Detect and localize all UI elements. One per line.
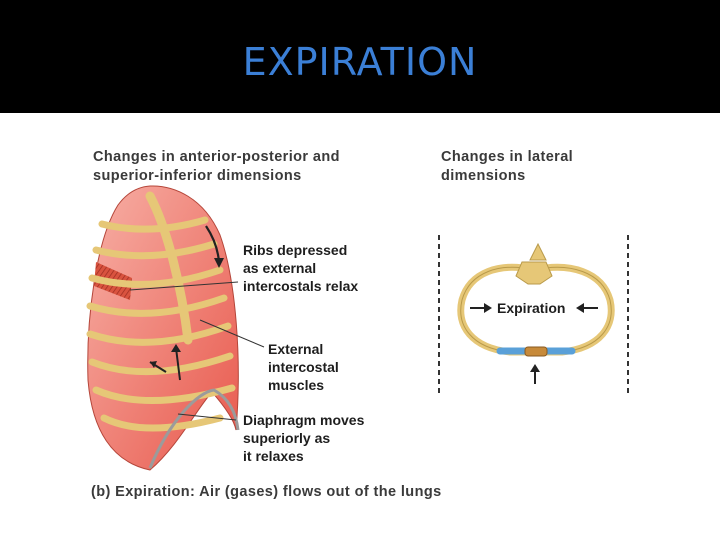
left-heading-line: Changes in anterior-posterior and — [93, 149, 340, 165]
right-heading-line: Changes in lateral — [441, 149, 574, 165]
label-line: intercostal — [268, 359, 339, 375]
label-line: superiorly as — [243, 430, 331, 446]
arrow — [175, 347, 181, 381]
label-ribs: Ribs depressed as external intercostals … — [243, 241, 358, 295]
right-heading-line: dimensions — [441, 168, 526, 184]
rib-band — [100, 414, 224, 432]
rib-band — [86, 294, 228, 317]
lateral-label: Expiration — [497, 300, 566, 316]
rib-band — [88, 352, 234, 376]
rib-band — [98, 216, 209, 233]
slide-title: EXPIRATION — [242, 40, 478, 84]
label-line: Ribs depressed — [243, 242, 348, 258]
left-heading: Changes in anterior-posterior and superi… — [93, 148, 340, 186]
label-line: as external — [243, 260, 317, 276]
rib-band — [92, 384, 236, 404]
sternum — [145, 191, 193, 345]
leader-line — [177, 413, 237, 421]
label-muscles: External intercostal muscles — [268, 340, 339, 394]
leader-line — [129, 281, 239, 291]
label-line: Diaphragm moves — [243, 412, 365, 428]
figure-caption: (b) Expiration: Air (gases) flows out of… — [91, 484, 442, 500]
right-heading: Changes in lateral dimensions — [441, 148, 573, 186]
lateral-view — [438, 235, 629, 395]
diaphragm — [148, 388, 240, 469]
rib-band — [92, 240, 218, 260]
label-diaphragm: Diaphragm moves superiorly as it relaxes — [243, 411, 364, 465]
title-bar: EXPIRATION — [0, 0, 720, 113]
rib-band — [88, 266, 224, 288]
vertebra — [515, 261, 553, 285]
rib-band — [86, 322, 232, 346]
label-line: muscles — [268, 377, 325, 393]
thorax-illustration — [86, 185, 265, 471]
label-line: External — [268, 341, 324, 357]
sternum-cross-section — [524, 346, 548, 357]
label-line: intercostals relax — [243, 278, 359, 294]
leader-line — [199, 319, 265, 348]
left-heading-line: superior-inferior dimensions — [93, 168, 302, 184]
label-line: it relaxes — [243, 448, 304, 464]
